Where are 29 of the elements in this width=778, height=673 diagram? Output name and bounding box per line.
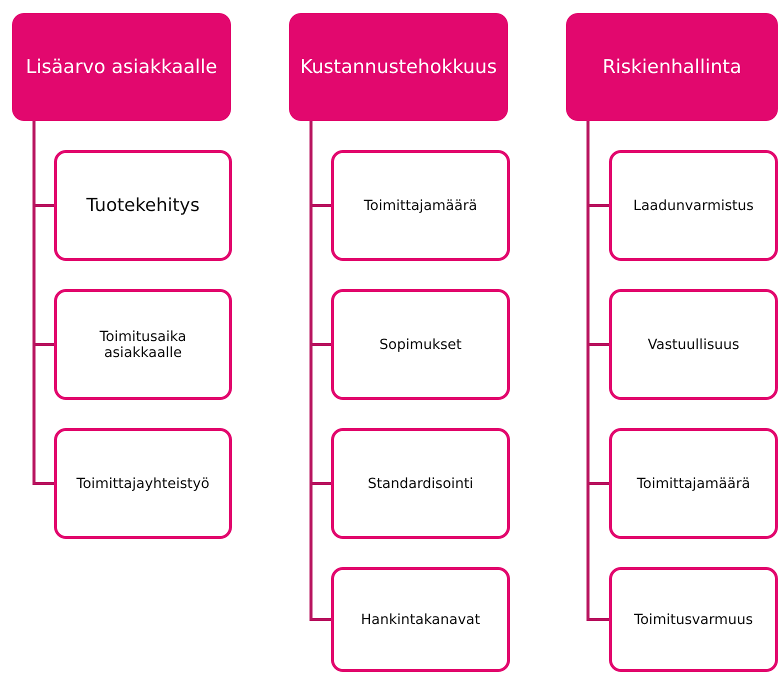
box-label: Tuotekehitys <box>86 195 200 216</box>
box-label: Toimittajamäärä <box>364 198 478 214</box>
connector-line <box>32 121 54 485</box>
subtopic-box <box>331 289 510 400</box>
box-label: Kustannustehokkuus <box>300 56 497 78</box>
box-label: Toimittajamäärä <box>636 476 750 492</box>
subtopic-box <box>54 289 232 400</box>
subtopic-box <box>609 150 778 261</box>
category-header-box <box>12 13 231 121</box>
category-header-box <box>566 13 778 121</box>
subtopic-box <box>331 150 510 261</box>
box-label: Vastuullisuus <box>648 336 740 352</box>
subtopic-box <box>331 428 510 539</box>
box-label: Laadunvarmistus <box>633 198 754 214</box>
subtopic-box <box>54 428 232 539</box>
box-label: Lisäarvo asiakkaalle <box>26 56 218 78</box>
box-label: Toimittajayhteistyö <box>76 476 210 492</box>
subtopic-box <box>609 289 778 400</box>
box-label: Toimitusvarmuus <box>634 612 753 628</box>
category-header-box <box>289 13 508 121</box>
box-label: Sopimukset <box>379 336 462 352</box>
box-label: Hankintakanavat <box>360 612 480 628</box>
box-label: Riskienhallinta <box>602 56 742 78</box>
subtopic-box <box>54 150 232 261</box>
subtopic-box <box>331 567 510 672</box>
subtopic-box <box>609 428 778 539</box>
box-label: Standardisointi <box>368 476 474 492</box>
box-label: Toimitusaika asiakkaalle <box>98 328 188 360</box>
subtopic-box <box>609 567 778 672</box>
